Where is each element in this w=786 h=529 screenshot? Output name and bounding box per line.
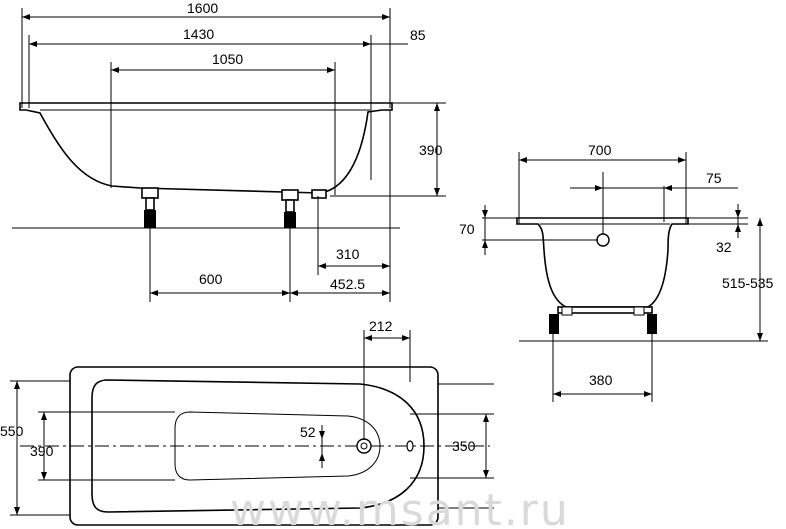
dim-drain-spacing: 75 [706,170,722,186]
side-view: 1600 1430 85 1050 390 [12,0,446,302]
dim-drain-height: 32 [716,239,732,255]
end-view: 700 75 70 32 515-535 [459,142,774,402]
foot-left [141,187,159,228]
dim-inner-width: 390 [30,443,54,459]
dim-drain-diameter: 52 [300,424,316,440]
dim-depth: 390 [419,142,443,158]
dim-end-width: 350 [452,438,476,454]
top-view: 550 390 212 52 350 [0,318,494,526]
foot-right [281,189,299,228]
dim-overall-length: 1600 [187,0,218,16]
dim-width: 700 [588,142,612,158]
dim-rim-height: 70 [459,221,475,237]
watermark: www.msant.ru [230,485,570,529]
dim-rim-offset: 85 [410,27,426,43]
dim-drain-offset: 310 [336,246,360,262]
dim-drain-from-end: 212 [369,318,393,334]
dim-bottom-length: 1050 [212,51,243,67]
dim-inner-length: 1430 [183,26,214,42]
dim-feet-to-end: 452.5 [330,276,365,292]
dim-feet-spacing: 600 [199,271,223,287]
dim-outer-width: 550 [0,423,24,439]
dim-total-height: 515-535 [722,275,774,291]
dim-feet-width: 380 [589,372,613,388]
